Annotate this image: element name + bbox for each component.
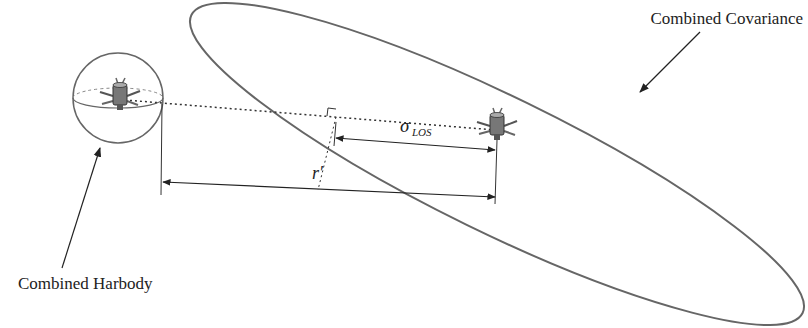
right-angle-mark xyxy=(327,108,336,116)
leader-arrow xyxy=(640,32,700,92)
sigma-symbol: σ xyxy=(400,116,409,135)
extension-line xyxy=(334,122,336,146)
hardbody-label: Combined Harbody xyxy=(18,275,153,292)
covariance-label: Combined Covariance xyxy=(651,10,804,27)
leader-arrow xyxy=(62,148,100,268)
subscript: LOS xyxy=(412,127,432,138)
r-dimension-line xyxy=(163,182,495,197)
covariance-ellipse xyxy=(162,0,808,328)
hardbody-sphere xyxy=(73,53,163,143)
extension-line xyxy=(495,140,497,204)
sigma-dimension-line xyxy=(336,138,495,150)
line-of-sight xyxy=(125,100,495,130)
range-label: r′ xyxy=(312,164,323,182)
extension-line xyxy=(161,104,162,195)
